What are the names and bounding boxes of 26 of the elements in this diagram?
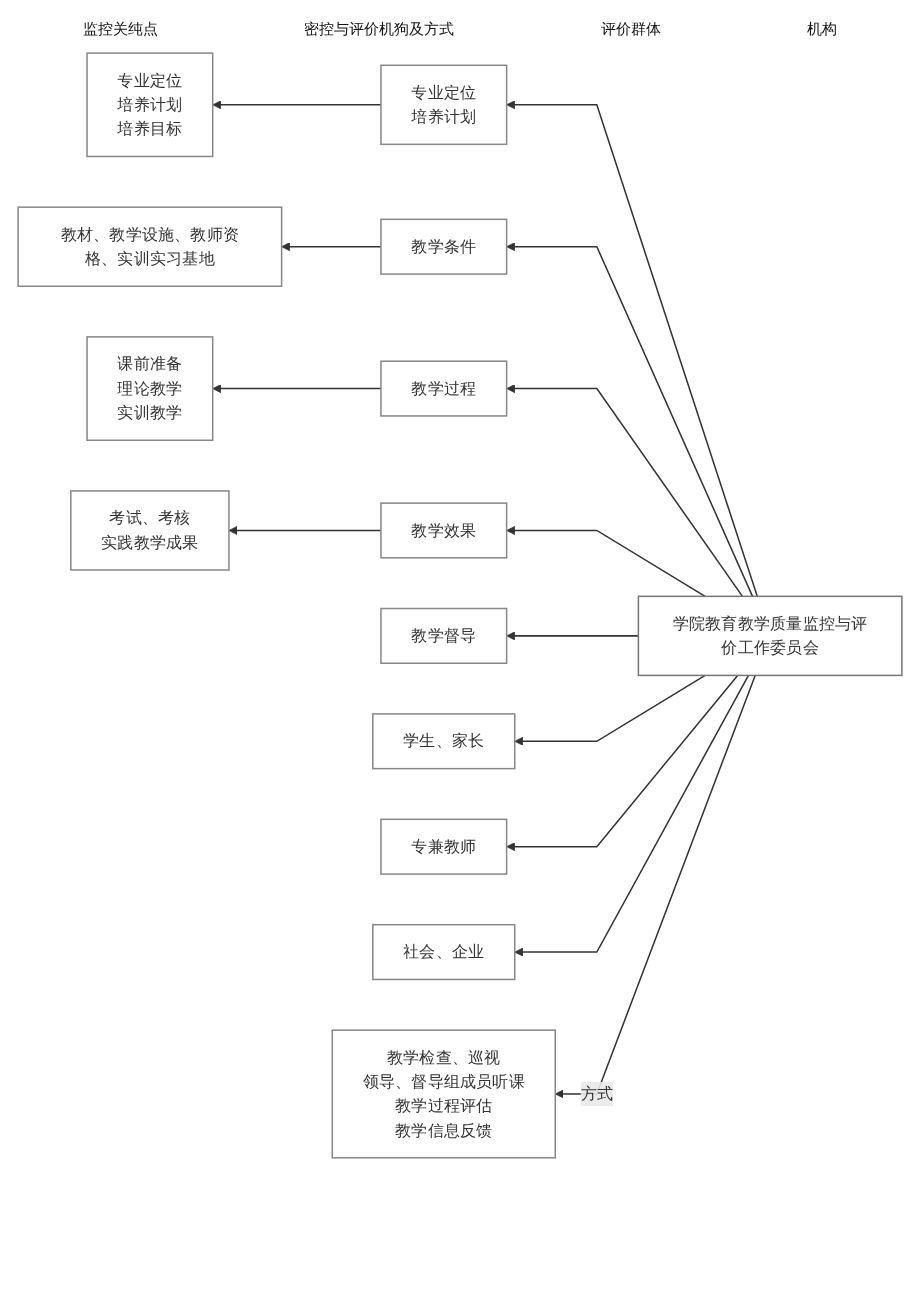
node-box: 教材、教学设施、教师资格、实训实习基地 <box>17 206 283 287</box>
node-box: 考试、考核 实践教学成果 <box>70 490 230 571</box>
arrow <box>506 674 739 852</box>
node-box: 教学检查、巡视 领导、督导组成员听课 教学过程评估 教学信息反馈 <box>331 1029 557 1159</box>
column-heading: 密控与评价机狗及方式 <box>304 20 455 39</box>
arrow <box>506 242 754 598</box>
node-box: 社会、企业 <box>372 923 516 981</box>
node-box: 专业定位 培养计划 <box>380 64 508 146</box>
node-box: 课前准备 理论教学 实训教学 <box>86 336 214 442</box>
edge-label: 方式 <box>580 1083 614 1104</box>
column-heading: 评价群体 <box>600 20 661 39</box>
node-box: 专兼教师 <box>380 818 508 875</box>
arrow <box>506 384 744 598</box>
arrow <box>506 100 758 598</box>
arrow <box>514 674 750 957</box>
node-box: 学生、家长 <box>372 713 516 770</box>
node-box: 专业定位 培养计划 培养目标 <box>86 52 214 158</box>
node-box: 教学督导 <box>380 607 508 664</box>
arrow <box>506 526 706 598</box>
node-box: 教学效果 <box>380 502 508 559</box>
node-box: 教学条件 <box>380 218 508 275</box>
column-heading: 监控关纯点 <box>83 20 159 39</box>
node-box: 学院教育教学质量监控与评价工作委员会 <box>637 595 903 677</box>
column-heading: 机构 <box>806 20 837 39</box>
node-box: 教学过程 <box>380 360 508 417</box>
arrow <box>514 674 706 746</box>
